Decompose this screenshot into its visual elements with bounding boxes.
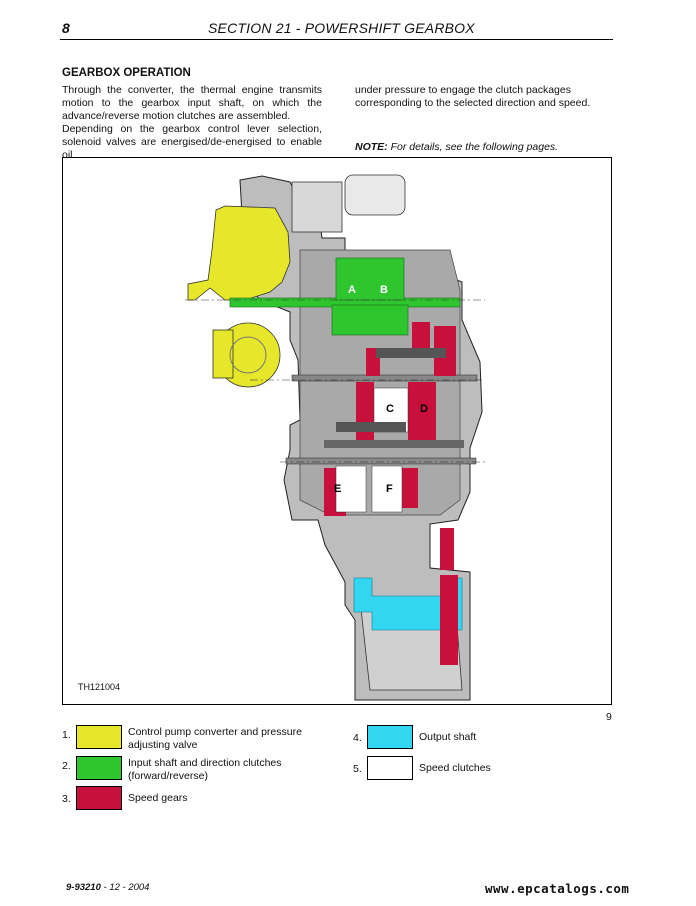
speed-gear-red [402,468,418,508]
left-column: Through the converter, the thermal engin… [62,84,322,162]
gear-teeth [376,348,446,358]
figure-number: 9 [606,711,612,723]
intermediate-shaft [291,374,478,382]
valve-block [291,181,343,233]
legend-label: Control pump converter and pressure adju… [128,726,302,751]
doc-date: - 12 - 2004 [100,882,150,893]
speed-clutch-white [371,465,403,513]
legend-swatch-white [367,756,413,780]
legend-number: 5. [353,763,362,775]
filter-cylinder [344,174,406,216]
legend-item: 5. Speed clutches [353,756,603,782]
legend-item: 1. Control pump converter and pressure a… [62,725,352,751]
gear-label-b: B [380,284,388,296]
legend-label: Output shaft [419,731,477,743]
footer-doc-code: 9-93210 - 12 - 2004 [66,882,149,893]
note-label: NOTE: [355,141,388,153]
gear-label-c: C [386,403,394,415]
gear-label-d: D [420,403,428,415]
valve-yellow-block [212,329,234,379]
gear-label-e: E [334,483,341,495]
lower-shaft [285,457,477,465]
doc-code: 9-93210 [66,882,101,893]
speed-gear-red [440,528,454,570]
legend-swatch-cyan [367,725,413,749]
legend-number: 3. [62,793,71,805]
watermark: www.epcatalogs.com [485,881,630,896]
output-gear-red [440,575,458,665]
right-column: under pressure to engage the clutch pack… [355,84,617,110]
valve-ring [229,336,267,374]
legend-item: 4. Output shaft [353,725,603,751]
gear-label-a: A [348,284,356,296]
legend-item: 3. Speed gears [62,786,352,812]
legend-number: 2. [62,760,71,772]
legend-number: 4. [353,732,362,744]
header-rule [60,39,613,40]
note-text: For details, see the following pages. [387,141,559,153]
legend-label: Input shaft and direction clutches (forw… [128,757,282,782]
legend-label: Speed clutches [419,762,491,774]
page-number: 8 [62,20,70,36]
legend-item: 2. Input shaft and direction clutches (f… [62,756,352,782]
legend-swatch-yellow [76,725,122,749]
control-pump-yellow [187,205,291,301]
figure-code: TH121004 [78,682,121,692]
speed-gear-red [412,322,430,356]
direction-clutch-green [335,257,405,301]
speed-clutch-white [335,465,367,513]
note: NOTE: For details, see the following pag… [355,141,558,153]
legend-swatch-green [76,756,122,780]
clutch-pack-green [331,304,409,336]
output-shaft-cyan [353,577,463,631]
legend-swatch-red [76,786,122,810]
paragraph: under pressure to engage the clutch pack… [355,84,591,109]
legend-number: 1. [62,729,71,741]
gear-teeth [336,422,406,432]
section-heading: GEARBOX OPERATION [62,67,191,79]
paragraph: Through the converter, the thermal engin… [62,84,322,122]
speed-gear-red [356,382,374,444]
speed-gear-red [408,382,436,444]
gear-label-f: F [386,483,393,495]
section-title: SECTION 21 - POWERSHIFT GEARBOX [208,20,475,36]
legend-label: Speed gears [128,792,188,804]
gear-teeth [324,440,464,448]
paragraph: Depending on the gearbox control lever s… [62,123,322,161]
